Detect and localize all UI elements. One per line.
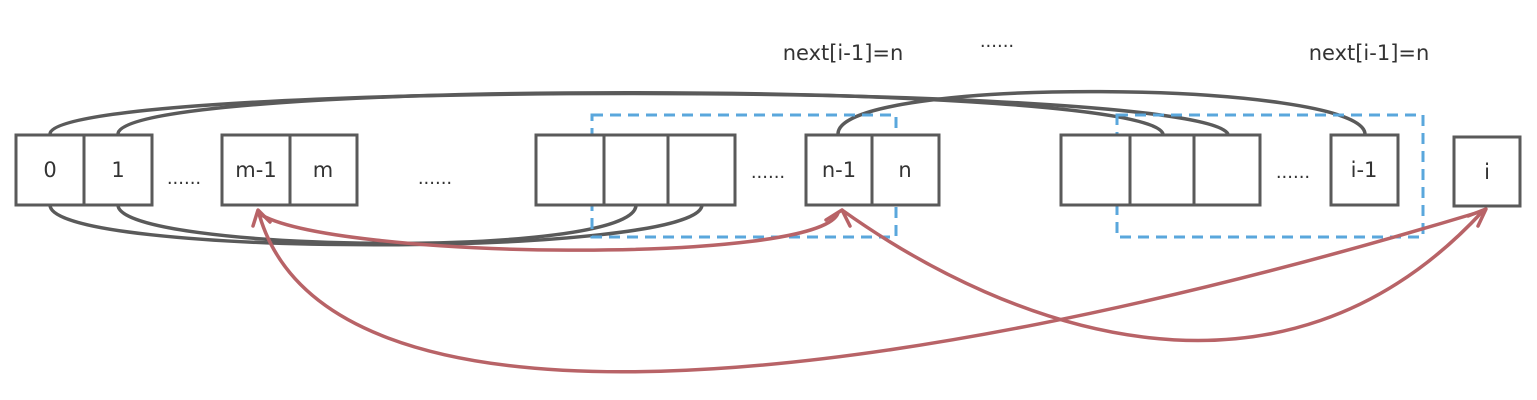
arrow-n-1-to-i <box>840 208 1484 343</box>
arrowhead-at-i <box>1466 207 1488 228</box>
arrow-m-1-to-i <box>256 208 1487 374</box>
ellipsis-after-m: ...... <box>418 168 452 189</box>
array-cells: 0 1 ...... m-1 m ...... ...... n-1 n ...… <box>14 133 1522 208</box>
cell-blank-a <box>534 133 606 207</box>
cell-i <box>1452 135 1522 208</box>
match-arcs <box>48 89 1367 247</box>
jump-arrows <box>251 207 1488 374</box>
cell-i-1-label: i-1 <box>1351 158 1378 182</box>
annotation-left: next[i-1]=n <box>783 41 904 65</box>
cell-0-label: 0 <box>43 158 56 182</box>
cell-blank-d <box>1059 133 1132 207</box>
cell-n-1 <box>804 133 874 207</box>
arrow-n-1-to-m-1 <box>257 211 840 252</box>
cell-1 <box>82 133 154 207</box>
cell-m-1 <box>220 133 292 207</box>
cell-m-label: m <box>313 158 333 182</box>
cell-n <box>870 133 941 207</box>
cell-blank-b <box>602 133 670 207</box>
ellipsis-after-1: ...... <box>167 168 201 189</box>
cell-n-1-label: n-1 <box>822 158 856 182</box>
cell-i-1 <box>1329 133 1400 207</box>
cell-blank-e <box>1128 133 1196 207</box>
arc-top-1-to-mid <box>116 91 1165 135</box>
cell-0 <box>14 133 86 207</box>
ellipsis-before-n-1: ...... <box>751 162 785 183</box>
annotation-right: next[i-1]=n <box>1309 41 1430 65</box>
ellipsis-top-middle: ...... <box>980 31 1014 52</box>
cell-m-1-label: m-1 <box>235 158 276 182</box>
cell-blank-c <box>666 133 737 207</box>
cell-i-label: i <box>1484 160 1490 184</box>
arc-bottom-1 <box>116 204 638 246</box>
cell-1-label: 1 <box>111 158 124 182</box>
cell-m <box>288 133 359 207</box>
cell-n-label: n <box>898 158 911 182</box>
ellipsis-before-i-1: ...... <box>1276 162 1310 183</box>
cell-blank-f <box>1192 133 1262 207</box>
